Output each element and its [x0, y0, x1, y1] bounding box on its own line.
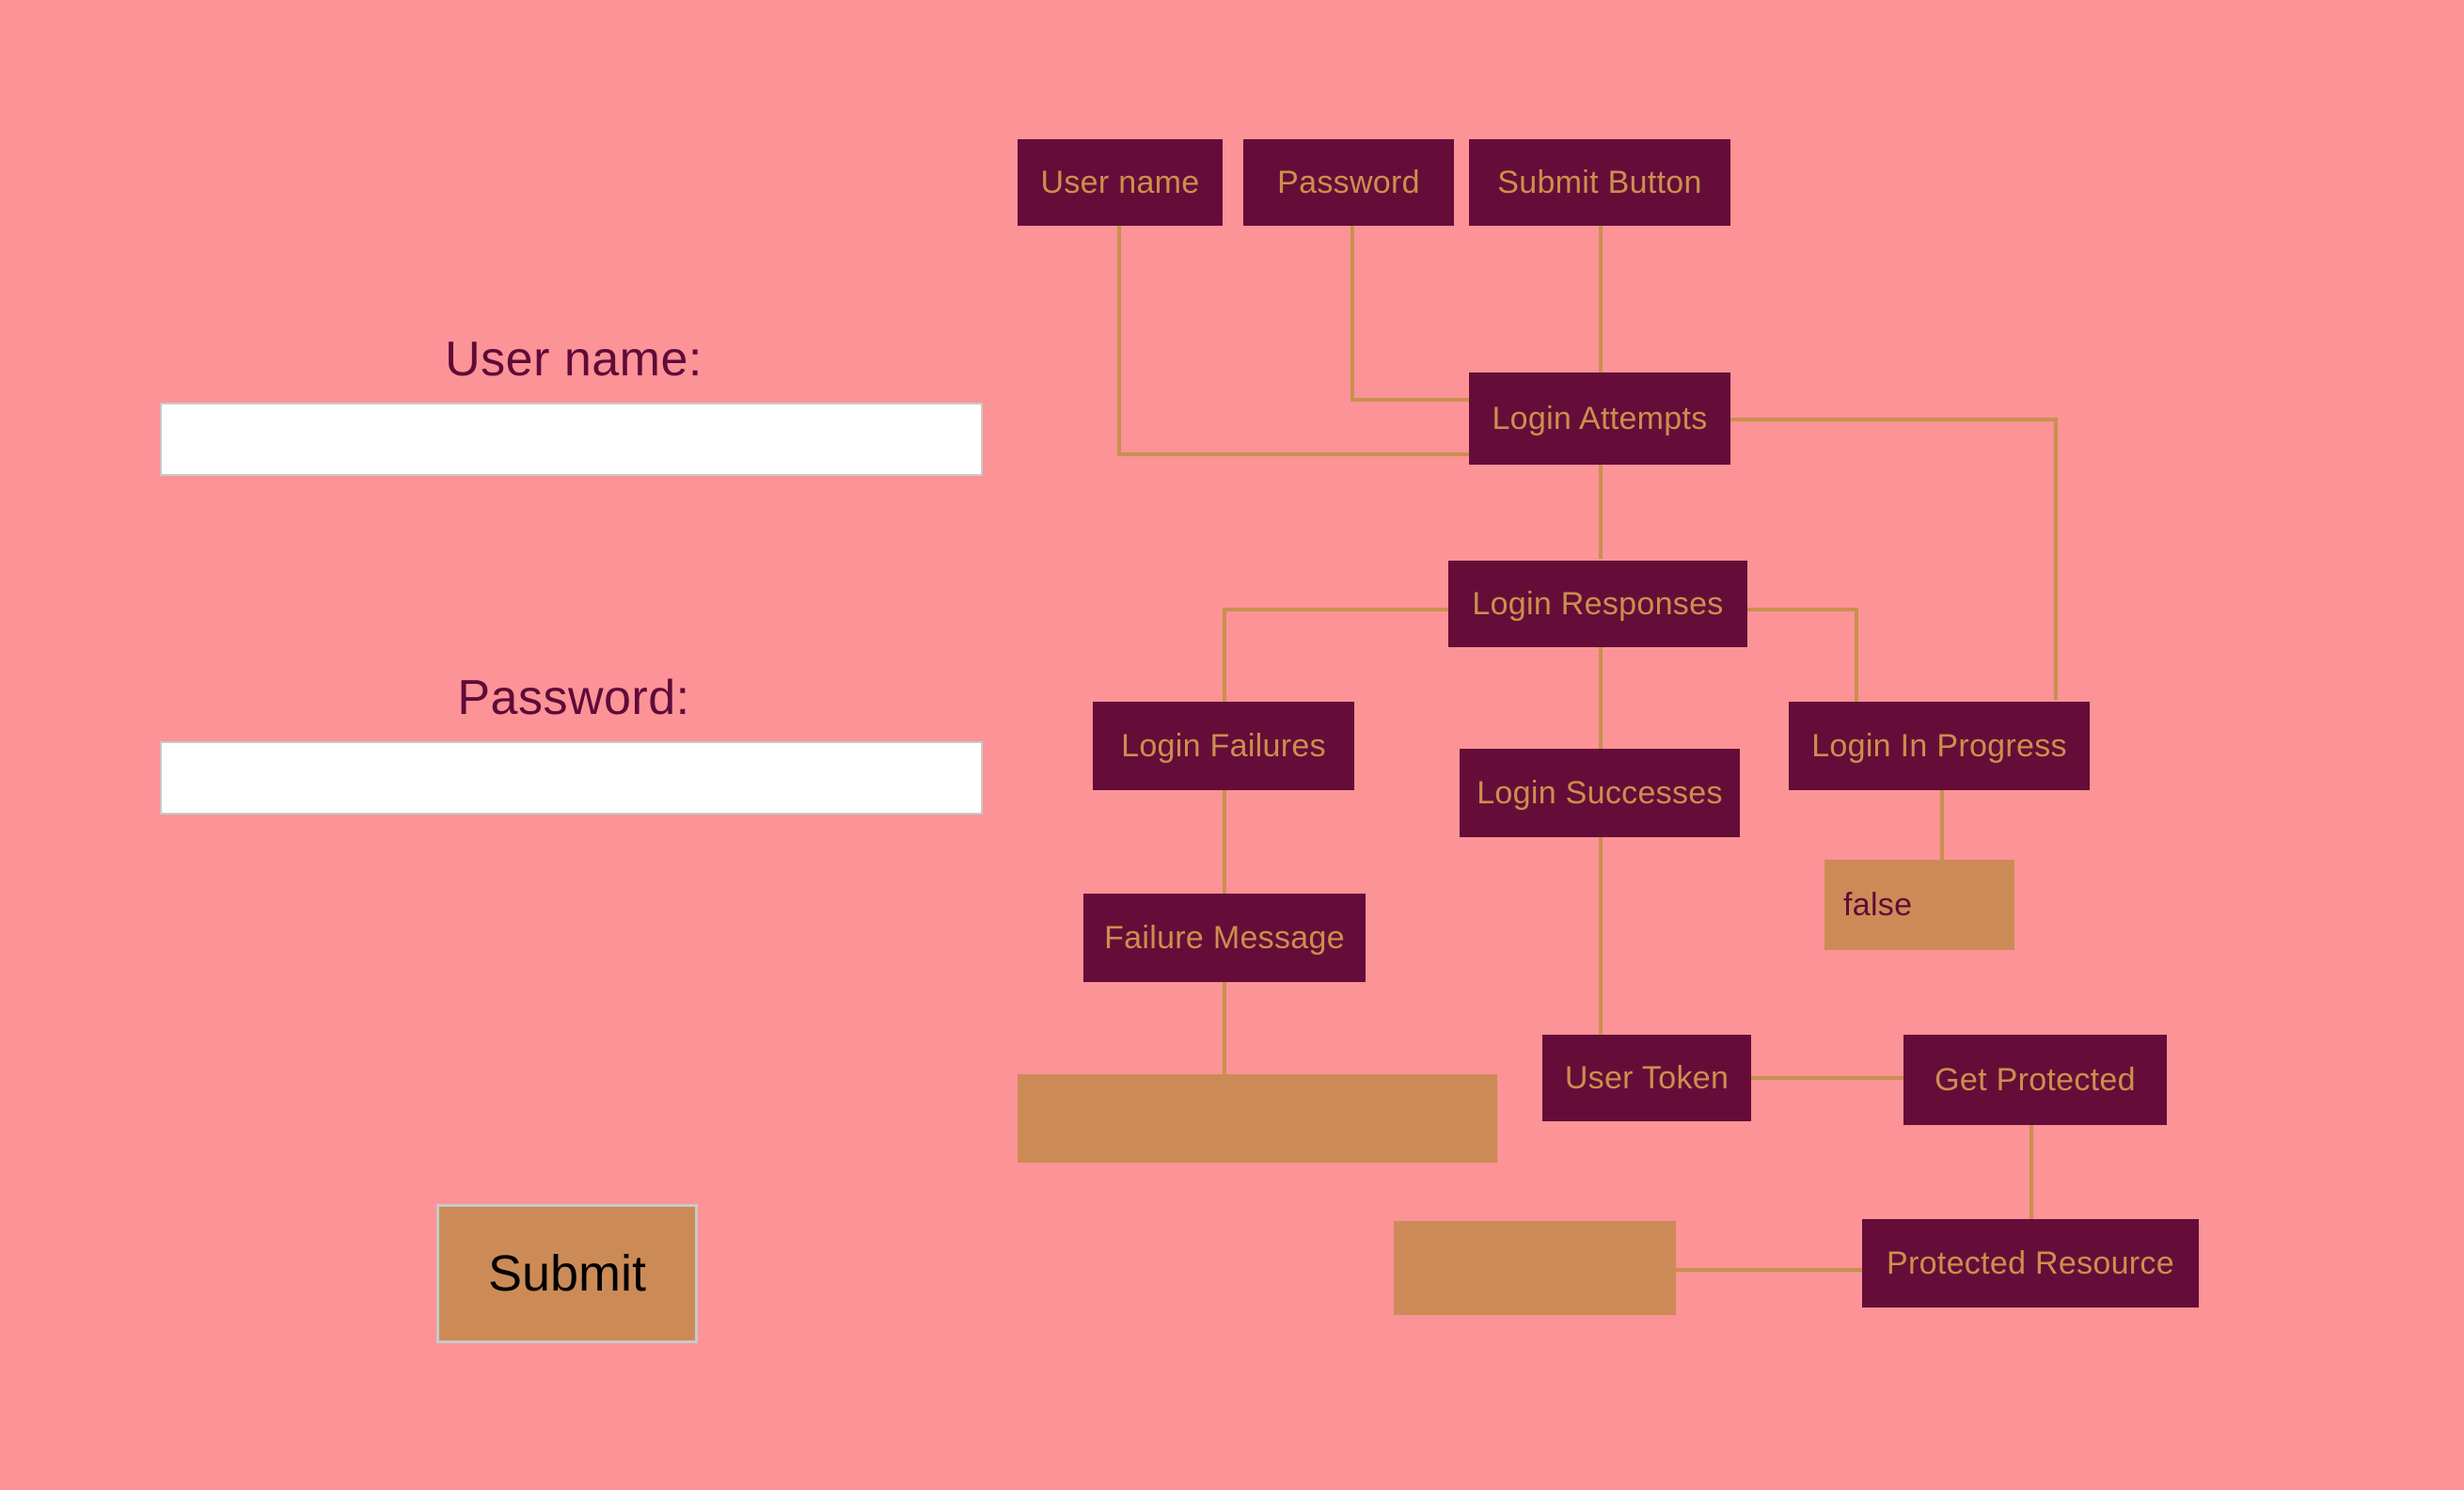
edge-password-right: [1350, 398, 1475, 402]
node-user-token[interactable]: User Token: [1542, 1035, 1751, 1121]
password-label: Password:: [457, 671, 690, 725]
node-failure-message-value[interactable]: [1018, 1074, 1497, 1163]
edge-attempts-inprogress-v: [2054, 418, 2058, 700]
edge-responses-inprogress-v: [1855, 608, 1858, 704]
edge-responses-inprogress-h: [1747, 608, 1858, 611]
node-user-name[interactable]: User name: [1018, 139, 1223, 226]
edge-inprogress-false: [1940, 790, 1944, 862]
submit-button[interactable]: Submit: [436, 1204, 698, 1343]
edge-username-right: [1117, 452, 1475, 456]
username-label: User name:: [445, 332, 703, 387]
edge-value-protectedresource: [1636, 1268, 1862, 1272]
edge-username-down: [1117, 226, 1121, 456]
node-false-value[interactable]: false: [1824, 860, 2014, 950]
edge-failures-message: [1223, 790, 1226, 896]
node-failure-message[interactable]: Failure Message: [1083, 894, 1366, 982]
edge-submit-down: [1599, 226, 1603, 374]
edge-attempts-inprogress-h: [1729, 418, 2058, 421]
node-protected-resource[interactable]: Protected Resource: [1862, 1219, 2199, 1308]
node-password[interactable]: Password: [1243, 139, 1454, 226]
node-submit-button[interactable]: Submit Button: [1469, 139, 1730, 226]
edge-message-value: [1223, 982, 1226, 1076]
node-get-protected[interactable]: Get Protected: [1903, 1035, 2167, 1125]
edge-token-getprotected: [1751, 1076, 1903, 1080]
node-login-failures[interactable]: Login Failures: [1093, 702, 1354, 790]
node-login-attempts[interactable]: Login Attempts: [1469, 372, 1730, 465]
node-login-responses[interactable]: Login Responses: [1448, 561, 1747, 647]
username-input[interactable]: [160, 403, 983, 476]
edge-getprotected-resource: [2030, 1125, 2033, 1219]
edge-password-down: [1350, 226, 1354, 402]
password-input[interactable]: [160, 741, 983, 815]
edge-responses-successes: [1599, 647, 1603, 760]
node-login-successes[interactable]: Login Successes: [1460, 749, 1740, 837]
edge-successes-token: [1599, 837, 1603, 1037]
edge-responses-failures-h: [1223, 608, 1448, 611]
node-protected-resource-value[interactable]: [1394, 1221, 1676, 1315]
edge-responses-failures-v: [1223, 608, 1226, 704]
edge-attempts-responses: [1599, 465, 1603, 559]
node-login-in-progress[interactable]: Login In Progress: [1789, 702, 2090, 790]
